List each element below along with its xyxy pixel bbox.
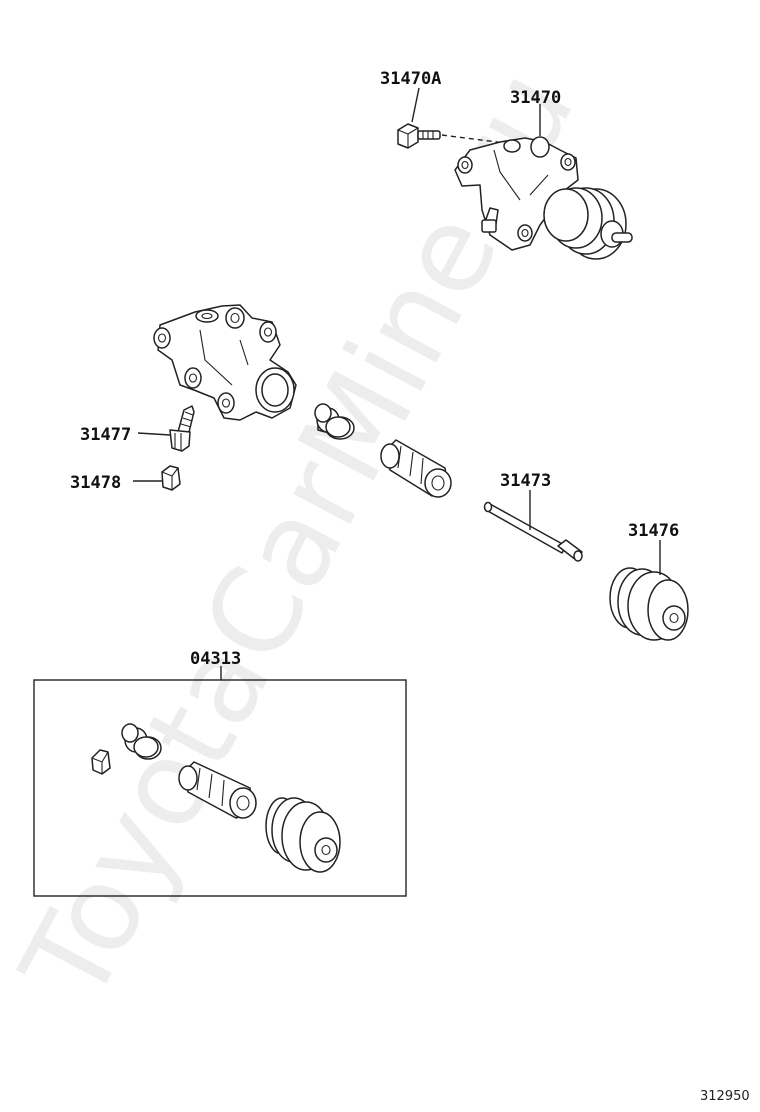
label-31477[interactable]: 31477 [80,425,131,445]
kit-piston-cup-icon [121,723,162,760]
label-31470[interactable]: 31470 [510,88,561,108]
bleeder-plug-icon[interactable] [169,405,195,452]
repair-kit-icon[interactable] [91,723,341,873]
kit-bleeder-cap-icon [91,749,111,775]
kit-piston-icon [178,761,257,819]
repair-kit-box[interactable] [33,679,407,897]
label-04313[interactable]: 04313 [190,649,241,669]
kit-boot-icon [265,797,341,873]
push-rod-icon[interactable] [483,501,583,562]
clutch-release-cylinder-icon[interactable] [454,136,633,260]
label-31478[interactable]: 31478 [70,473,121,493]
bleeder-cap-icon[interactable] [161,465,181,491]
piston-icon[interactable] [380,439,452,498]
piston-cup-icon[interactable] [314,403,355,440]
label-31470A[interactable]: 31470A [380,69,441,89]
bolt-icon[interactable] [397,123,441,149]
cylinder-housing-icon[interactable] [153,304,297,421]
figure-number: 312950 [700,1089,750,1104]
label-31473[interactable]: 31473 [500,471,551,491]
boot-icon[interactable] [609,567,689,641]
label-31476[interactable]: 31476 [628,521,679,541]
